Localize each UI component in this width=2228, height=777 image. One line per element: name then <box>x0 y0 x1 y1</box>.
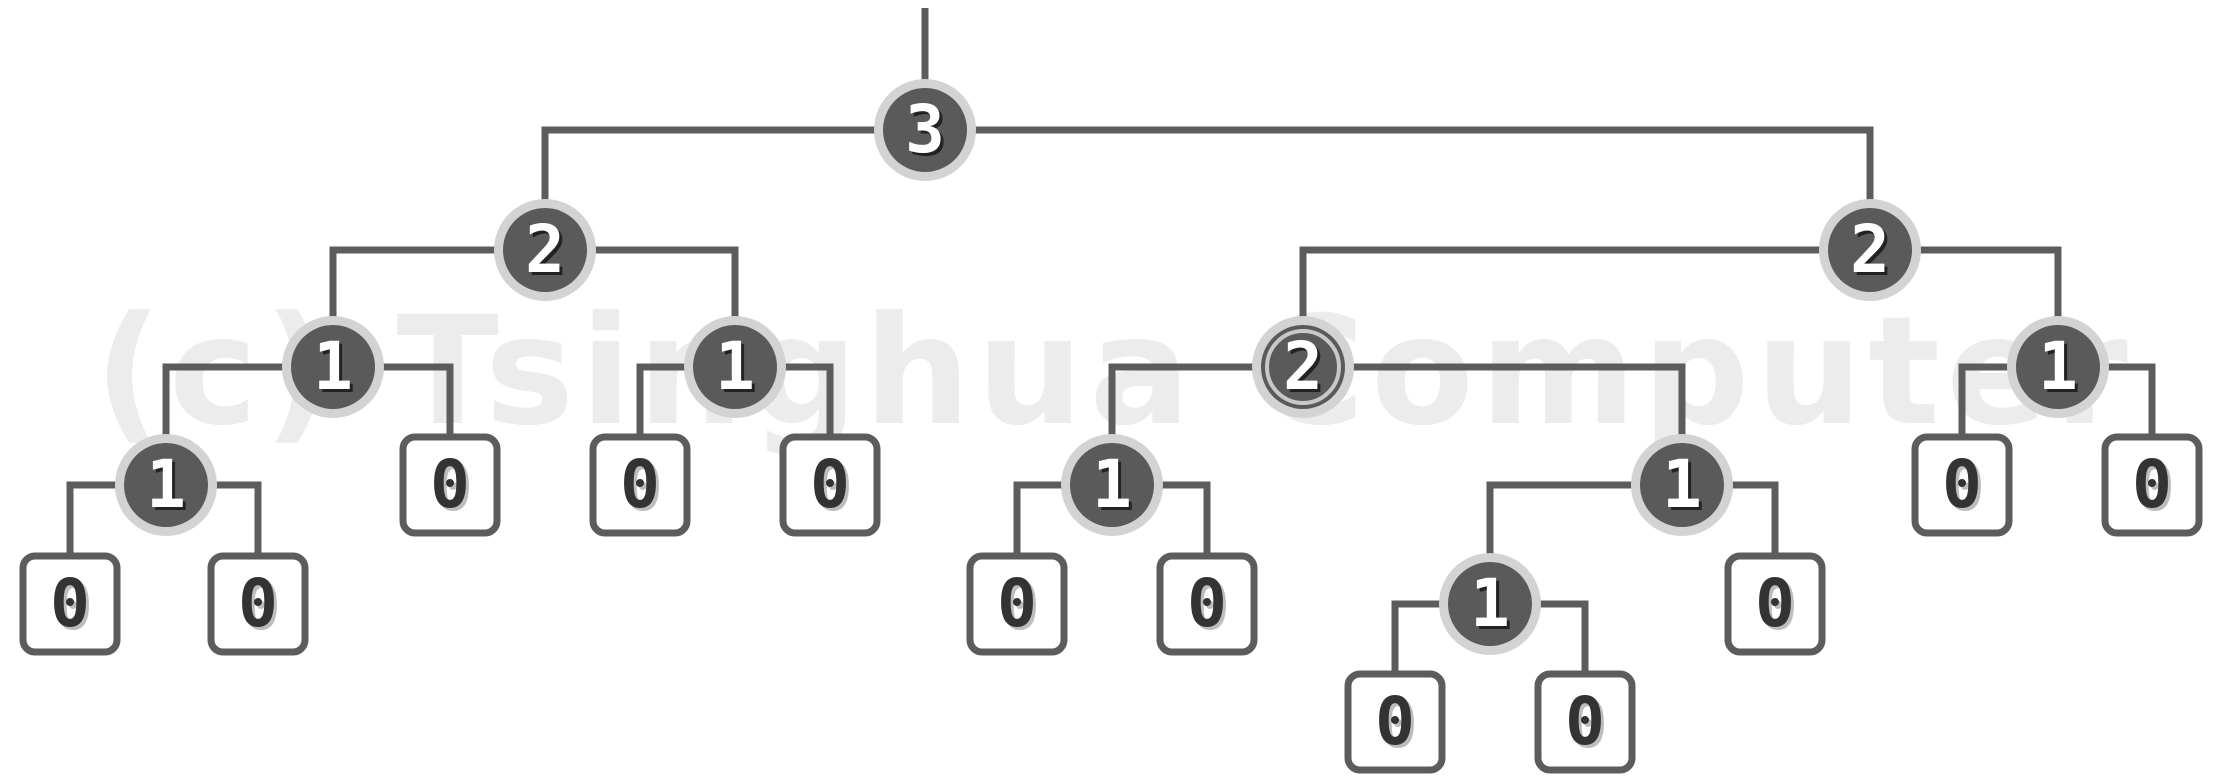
internal-node: 22 <box>494 199 596 301</box>
node-core <box>1070 443 1154 527</box>
leaf-value-shadow: 0 <box>241 568 281 645</box>
internal-node: 11 <box>282 316 384 418</box>
tree-edge <box>1108 363 1686 485</box>
node-core <box>1261 325 1345 409</box>
node-value: 1 <box>1470 565 1510 642</box>
internal-node: 22 <box>1819 199 1921 301</box>
leaf-value: 0 <box>1187 565 1227 642</box>
leaf-value-shadow: 0 <box>1378 686 1418 763</box>
node-core <box>1828 208 1912 292</box>
node-value-shadow: 3 <box>908 94 948 171</box>
node-value: 1 <box>1092 446 1132 523</box>
node-value: 2 <box>525 211 565 288</box>
node-value: 1 <box>313 328 353 405</box>
leaf-node: 00 <box>19 552 121 656</box>
leaf-value-shadow: 0 <box>1000 568 1040 645</box>
leaf-value: 0 <box>810 446 850 523</box>
node-value-shadow: 1 <box>149 449 189 526</box>
leaf-value: 0 <box>620 446 660 523</box>
leaf-value: 0 <box>997 565 1037 642</box>
internal-node: 22 <box>1252 316 1354 418</box>
leaf-value: 0 <box>1755 565 1795 642</box>
leaf-node: 00 <box>779 433 881 537</box>
leaf-box <box>1911 433 2013 537</box>
leaf-value: 0 <box>1565 683 1605 760</box>
leaf-node: 00 <box>966 552 1068 656</box>
leaf-box <box>1156 552 1258 656</box>
node-core <box>124 443 208 527</box>
node-value: 3 <box>905 91 945 168</box>
leaf-box <box>1724 552 1826 656</box>
node-value-shadow: 2 <box>1853 214 1893 291</box>
node-value: 1 <box>2038 328 2078 405</box>
leaf-value-shadow: 0 <box>1945 449 1985 526</box>
node-core <box>291 325 375 409</box>
node-value: 1 <box>1662 446 1702 523</box>
internal-node: 11 <box>1439 553 1541 655</box>
leaf-node: 00 <box>1344 670 1446 774</box>
leaf-box <box>19 552 121 656</box>
leaf-node: 00 <box>1911 433 2013 537</box>
leaf-value-shadow: 0 <box>623 449 663 526</box>
leaf-value: 0 <box>1375 683 1415 760</box>
leaf-value-shadow: 0 <box>1568 686 1608 763</box>
node-value: 2 <box>1850 211 1890 288</box>
internal-node: 11 <box>2007 316 2109 418</box>
node-value-shadow: 2 <box>1286 331 1326 408</box>
leaf-value: 0 <box>2132 446 2172 523</box>
node-value: 2 <box>1283 328 1323 405</box>
leaf-box <box>1344 670 1446 774</box>
internal-node: 11 <box>684 316 786 418</box>
leaf-box <box>589 433 691 537</box>
node-core <box>2016 325 2100 409</box>
node-value-shadow: 1 <box>1095 449 1135 526</box>
leaf-value: 0 <box>1942 446 1982 523</box>
internal-node: 11 <box>1061 434 1163 536</box>
node-core <box>693 325 777 409</box>
leaf-box <box>399 433 501 537</box>
node-core <box>1640 443 1724 527</box>
leaf-value-shadow: 0 <box>2135 449 2175 526</box>
leaf-box <box>2101 433 2203 537</box>
leaf-node: 00 <box>2101 433 2203 537</box>
leaf-value: 0 <box>238 565 278 642</box>
leaf-node: 00 <box>1724 552 1826 656</box>
node-core <box>1448 562 1532 646</box>
leaf-node: 00 <box>207 552 309 656</box>
node-value-shadow: 1 <box>1665 449 1705 526</box>
node-value-shadow: 1 <box>718 331 758 408</box>
leaf-value-shadow: 0 <box>813 449 853 526</box>
internal-node: 11 <box>115 434 217 536</box>
node-value: 1 <box>146 446 186 523</box>
leaf-value-shadow: 0 <box>1758 568 1798 645</box>
leaf-box <box>966 552 1068 656</box>
node-value-shadow: 1 <box>1473 568 1513 645</box>
leaf-box <box>1534 670 1636 774</box>
node-value-shadow: 2 <box>528 214 568 291</box>
leaf-box <box>779 433 881 537</box>
internal-node: 11 <box>1631 434 1733 536</box>
tree-edge <box>1299 246 2062 367</box>
node-value-shadow: 1 <box>316 331 356 408</box>
node-core <box>503 208 587 292</box>
leaf-value-shadow: 0 <box>433 449 473 526</box>
node-double-ring <box>1265 329 1341 405</box>
node-core <box>883 88 967 172</box>
leaf-node: 00 <box>399 433 501 537</box>
leaf-node: 00 <box>1534 670 1636 774</box>
leaf-value-shadow: 0 <box>53 568 93 645</box>
node-value: 1 <box>715 328 755 405</box>
node-value-shadow: 1 <box>2041 331 2081 408</box>
tree-edge <box>541 126 1874 250</box>
leaf-value-shadow: 0 <box>1190 568 1230 645</box>
leaf-value: 0 <box>50 565 90 642</box>
leaf-node: 00 <box>1156 552 1258 656</box>
leaf-value: 0 <box>430 446 470 523</box>
leaf-node: 00 <box>589 433 691 537</box>
internal-node: 33 <box>874 79 976 181</box>
leaf-box <box>207 552 309 656</box>
